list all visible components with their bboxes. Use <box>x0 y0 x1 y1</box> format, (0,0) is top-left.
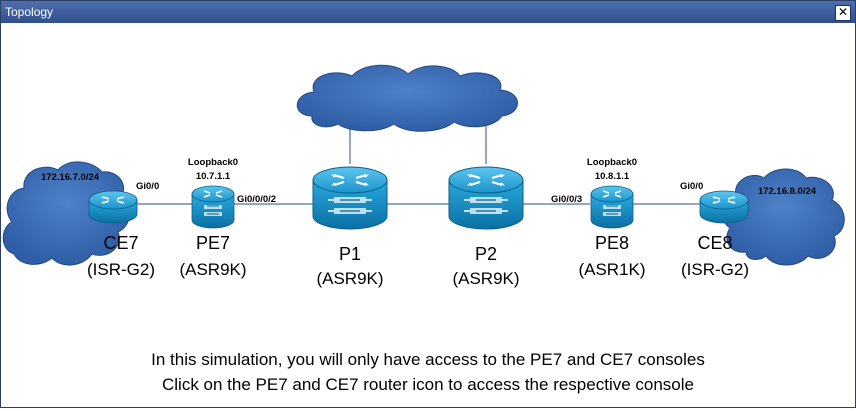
ce8-name-label: CE8 <box>697 233 732 253</box>
router-pe7[interactable] <box>191 185 235 229</box>
pe8-loopback-label: Loopback0 <box>587 157 637 168</box>
instruction-line-2: Click on the PE7 and CE7 router icon to … <box>162 375 694 394</box>
pe8-model-label: (ASR1K) <box>578 260 645 279</box>
title-bar[interactable]: Topology ✕ <box>1 1 855 23</box>
ce7-model-label: (ISR-G2) <box>87 260 155 279</box>
ce8-model-label: (ISR-G2) <box>681 260 749 279</box>
router-icon <box>311 165 389 231</box>
close-icon[interactable]: ✕ <box>835 5 851 21</box>
topology-canvas: 172.16.7.0/24 172.16.8.0/24 Gi0/0 CE7 (I… <box>2 24 854 406</box>
router-pe8 <box>590 185 634 229</box>
cloud-icon <box>2 161 131 266</box>
pe7-model-label: (ASR9K) <box>179 260 246 279</box>
pe7-loopback-label: Loopback0 <box>188 157 238 168</box>
window-title: Topology <box>5 5 54 19</box>
p1-model-label: (ASR9K) <box>316 269 383 288</box>
p2-model-label: (ASR9K) <box>452 269 519 288</box>
pe7-interface-label: Gi0/0/0/2 <box>237 194 276 205</box>
router-icon <box>191 185 235 229</box>
router-p1 <box>311 165 389 231</box>
ce8-subnet-label: 172.16.8.0/24 <box>758 186 817 197</box>
pe8-name-label: PE8 <box>595 233 629 253</box>
pe8-interface-label: Gi0/0/3 <box>551 194 582 205</box>
router-ce8 <box>699 190 749 224</box>
instruction-line-1: In this simulation, you will only have a… <box>151 350 705 369</box>
pe7-name-label: PE7 <box>196 233 230 253</box>
pe7-loopback-ip: 10.7.1.1 <box>196 171 231 182</box>
p1-name-label: P1 <box>339 244 361 264</box>
router-p2 <box>447 165 525 231</box>
ce7-subnet-label: 172.16.7.0/24 <box>41 172 100 183</box>
p2-name-label: P2 <box>475 244 497 264</box>
pe8-loopback-ip: 10.8.1.1 <box>595 171 630 182</box>
router-icon <box>590 185 634 229</box>
ce7-name-label: CE7 <box>103 233 138 253</box>
router-icon <box>88 190 138 224</box>
router-ce7[interactable] <box>88 190 138 224</box>
ce7-interface-label: Gi0/0 <box>136 181 159 192</box>
router-icon <box>447 165 525 231</box>
router-icon <box>699 190 749 224</box>
cloud-icon <box>296 64 518 132</box>
ce8-interface-label: Gi0/0 <box>680 181 703 192</box>
